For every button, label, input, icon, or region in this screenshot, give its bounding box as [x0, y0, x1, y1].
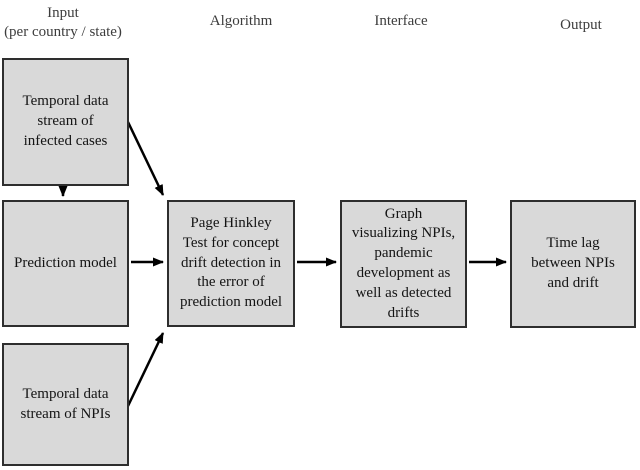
node-label: Time lag between NPIs and drift — [531, 235, 615, 291]
node-label: Graph visualizing NPIs, pandemic develop… — [351, 205, 456, 321]
node-time-lag: Time lag between NPIs and drift — [510, 200, 636, 328]
node-label: Page Hinkley Test for concept drift dete… — [179, 215, 283, 311]
node-npi-stream: Temporal data stream of NPIs — [2, 343, 129, 466]
node-page-hinkley-test: Page Hinkley Test for concept drift dete… — [167, 200, 295, 327]
node-prediction-model: Prediction model — [2, 200, 129, 327]
column-header-interface: Interface — [374, 13, 428, 29]
node-label: Temporal data stream of NPIs — [20, 385, 111, 422]
node-label: Prediction model — [14, 254, 117, 271]
node-infected-cases-stream: Temporal data stream of infected cases — [2, 58, 129, 186]
column-header-output: Output — [560, 17, 602, 33]
column-header-input: Input (per country / state) — [4, 5, 122, 40]
arrow-npis-to-algorithm — [126, 332, 165, 407]
arrow-infected-to-algorithm — [126, 121, 165, 196]
node-label: Temporal data stream of infected cases — [22, 93, 109, 149]
node-graph-visualization: Graph visualizing NPIs, pandemic develop… — [340, 200, 467, 328]
column-header-algorithm: Algorithm — [209, 13, 273, 29]
